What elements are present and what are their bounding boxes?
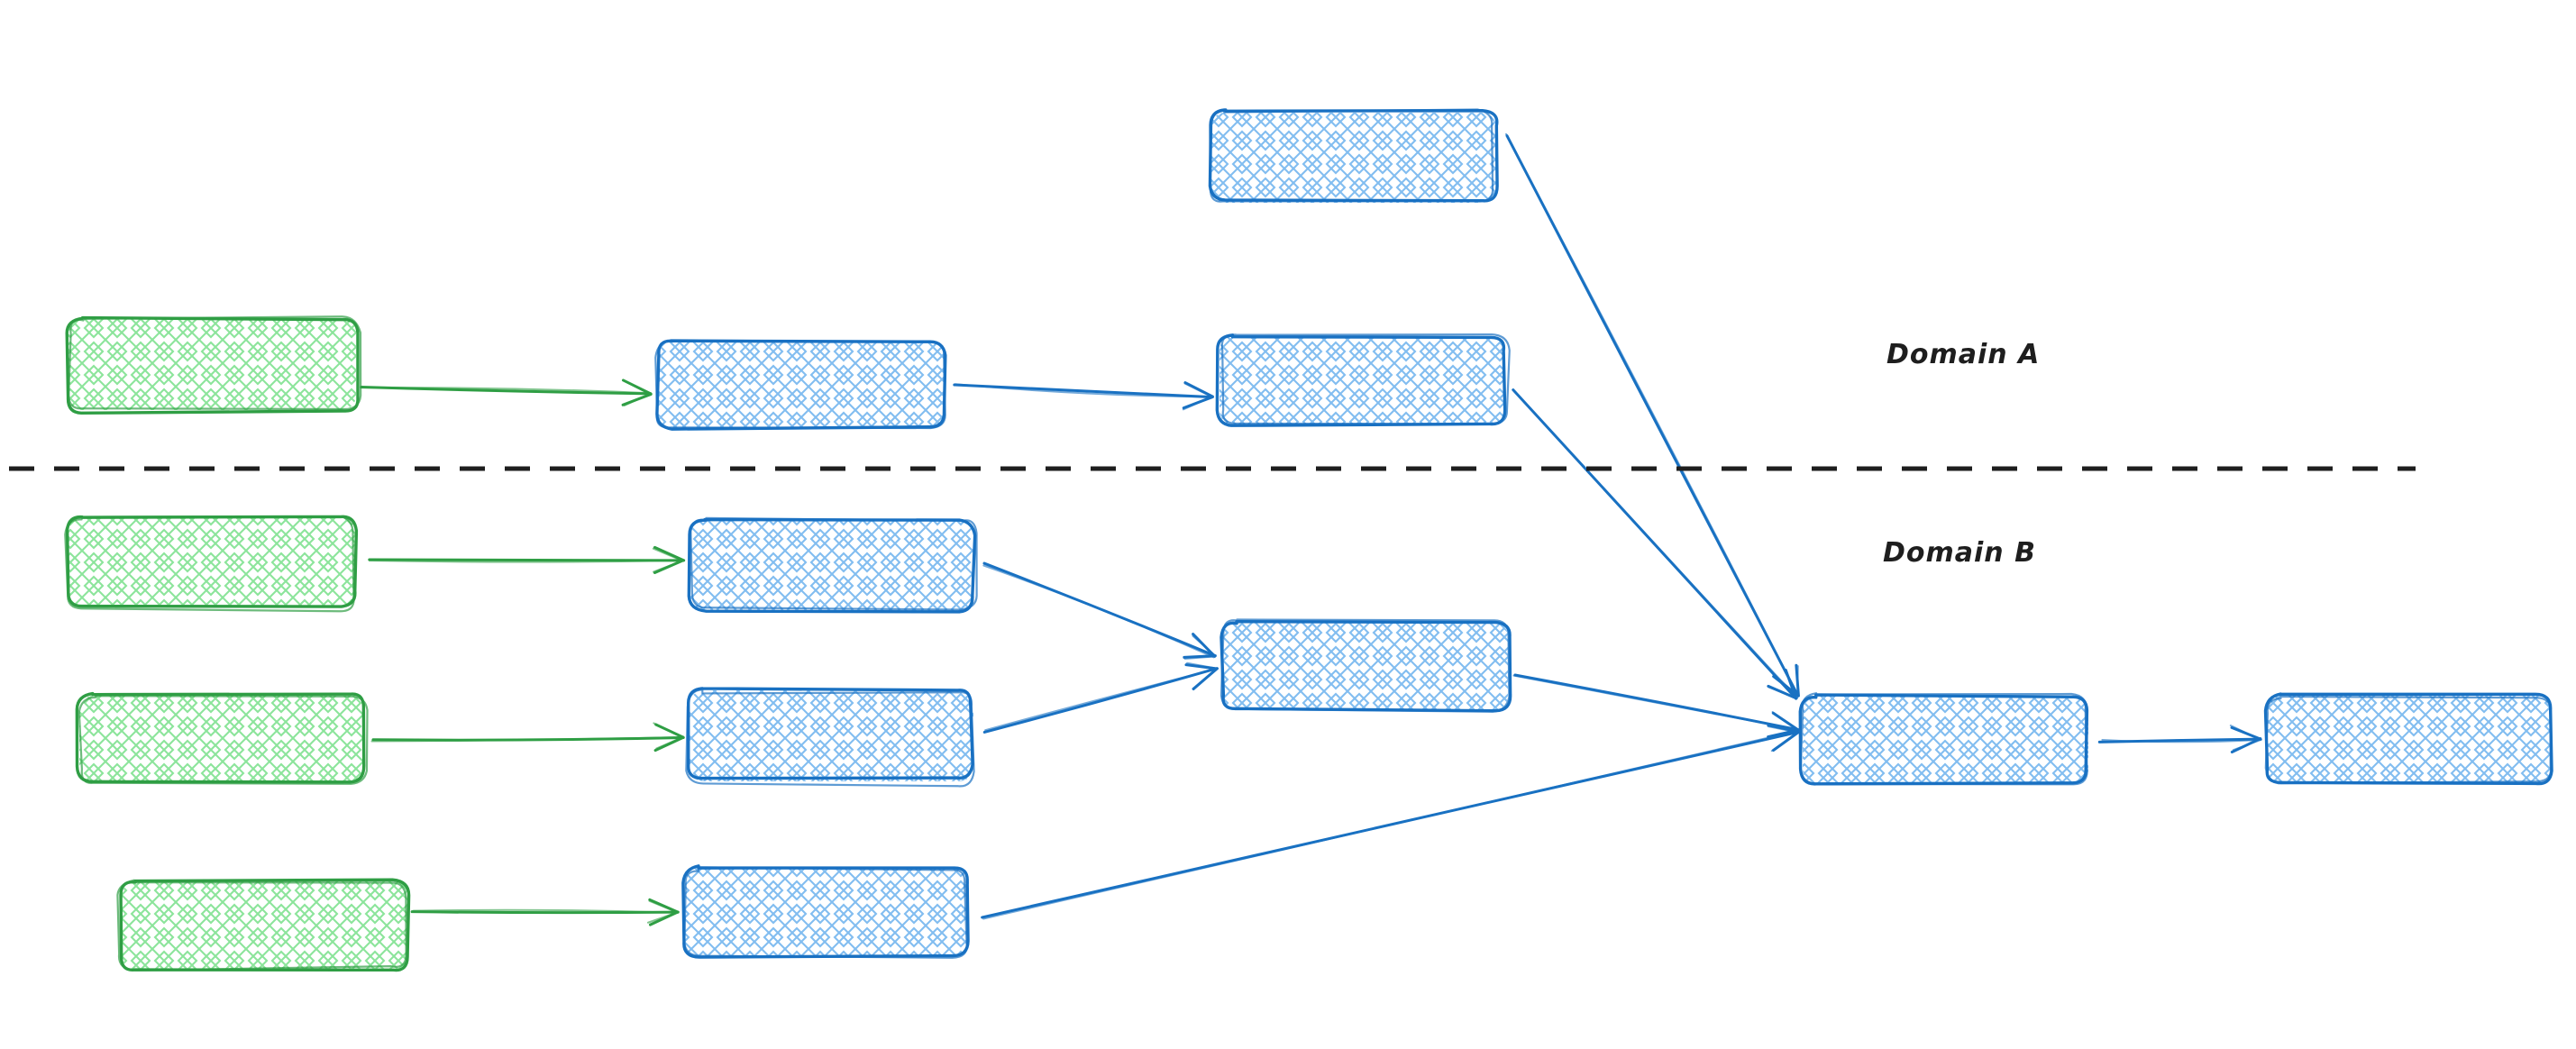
node-fill — [1219, 336, 1505, 425]
edge-arrowhead — [1767, 724, 1800, 734]
edge-arrowhead — [2229, 724, 2262, 741]
edge-arrowhead — [1183, 382, 1213, 398]
node-outline — [116, 879, 407, 971]
edge-e1[interactable] — [360, 379, 653, 407]
node-b-proc-3[interactable] — [681, 864, 970, 959]
node-fill — [690, 690, 973, 781]
node-fill — [658, 341, 945, 428]
edge-arrowhead — [1767, 725, 1800, 734]
edge-arrowhead — [653, 545, 685, 562]
node-a-proc-1[interactable] — [654, 339, 947, 431]
domain-label-b: Domain B — [1883, 537, 2036, 569]
edge-e12[interactable] — [2097, 724, 2263, 753]
edge-e8[interactable] — [982, 561, 1217, 660]
edge-e9[interactable] — [982, 661, 1219, 734]
edge-line — [370, 736, 685, 743]
edge-arrowhead — [655, 736, 684, 750]
node-outline — [2264, 695, 2553, 785]
edge-e3[interactable] — [1504, 132, 1800, 698]
node-b-source-1[interactable] — [64, 515, 359, 613]
edge-arrowhead — [653, 559, 686, 573]
edge-arrowhead — [1770, 731, 1800, 753]
node-a-proc-top[interactable] — [1208, 108, 1499, 203]
edge-arrowhead — [1767, 686, 1797, 699]
node-outline — [78, 695, 369, 785]
edge-arrowhead — [1183, 655, 1217, 660]
edge-e10[interactable] — [1512, 673, 1800, 739]
edge-line — [1504, 132, 1799, 697]
node-fill — [79, 696, 365, 782]
node-a-source-1[interactable] — [65, 315, 362, 415]
edge-arrowhead — [646, 910, 680, 924]
node-fill — [1221, 622, 1508, 710]
edge-arrowhead — [624, 379, 653, 397]
edge-line — [368, 559, 686, 563]
edge-arrowhead — [653, 722, 684, 739]
edge-arrowhead — [1192, 667, 1219, 691]
node-fill — [68, 318, 356, 410]
node-b-source-3[interactable] — [116, 878, 411, 972]
edge-line — [954, 383, 1213, 398]
edge-e4[interactable] — [1512, 388, 1798, 700]
edge-line — [2101, 738, 2261, 743]
edge-arrowhead — [1182, 395, 1214, 411]
edge-arrowhead — [1796, 665, 1799, 697]
edge-line — [2097, 737, 2262, 743]
node-outline — [65, 315, 360, 415]
edge-e7[interactable] — [410, 898, 680, 926]
edge-arrowhead — [1186, 661, 1219, 670]
edge-line — [982, 729, 1801, 920]
edge-line — [1512, 388, 1798, 699]
node-outline — [1220, 333, 1511, 425]
edge-line — [1512, 674, 1799, 731]
edge-arrowhead — [652, 547, 684, 562]
edge-arrowhead — [1784, 669, 1798, 699]
node-fill — [2267, 696, 2551, 784]
node-b-proc-2[interactable] — [685, 687, 975, 788]
edge-line — [412, 908, 680, 914]
node-fill — [685, 867, 969, 957]
edge-line — [984, 667, 1219, 732]
edge-arrowhead — [2232, 738, 2263, 752]
node-fill — [1803, 696, 2088, 784]
node-outline — [1215, 333, 1507, 427]
node-fill — [690, 520, 973, 611]
node-outline — [1209, 108, 1494, 203]
edge-e5[interactable] — [368, 545, 686, 574]
domain-label-a: Domain A — [1886, 339, 2041, 370]
edge-line — [982, 564, 1215, 659]
edge-e2[interactable] — [953, 381, 1214, 411]
edge-e11[interactable] — [981, 724, 1801, 920]
edge-layer — [360, 132, 2263, 926]
edge-line — [360, 387, 652, 395]
edge-e6[interactable] — [370, 722, 685, 753]
node-outline — [68, 315, 362, 411]
node-outline — [690, 516, 978, 611]
node-b-sink[interactable] — [1798, 692, 2089, 786]
node-b-proc-1[interactable] — [687, 516, 978, 614]
node-fill — [122, 881, 408, 970]
edge-arrowhead — [648, 899, 679, 914]
node-a-proc-2[interactable] — [1215, 333, 1511, 427]
node-outline — [1219, 618, 1511, 713]
node-b-final[interactable] — [2263, 692, 2553, 786]
node-outline — [685, 689, 975, 788]
node-outline — [654, 339, 946, 430]
edge-arrowhead — [1771, 711, 1799, 732]
node-outline — [1799, 692, 2088, 786]
node-fill — [68, 516, 356, 607]
node-outline — [119, 878, 411, 972]
edge-arrowhead — [1192, 634, 1216, 657]
node-fill — [1210, 113, 1496, 203]
node-b-source-2[interactable] — [75, 691, 369, 785]
node-outline — [64, 515, 355, 613]
node-outline — [683, 866, 968, 959]
edge-arrowhead — [623, 392, 653, 407]
node-layer — [64, 108, 2553, 972]
node-b-merge[interactable] — [1219, 618, 1512, 713]
